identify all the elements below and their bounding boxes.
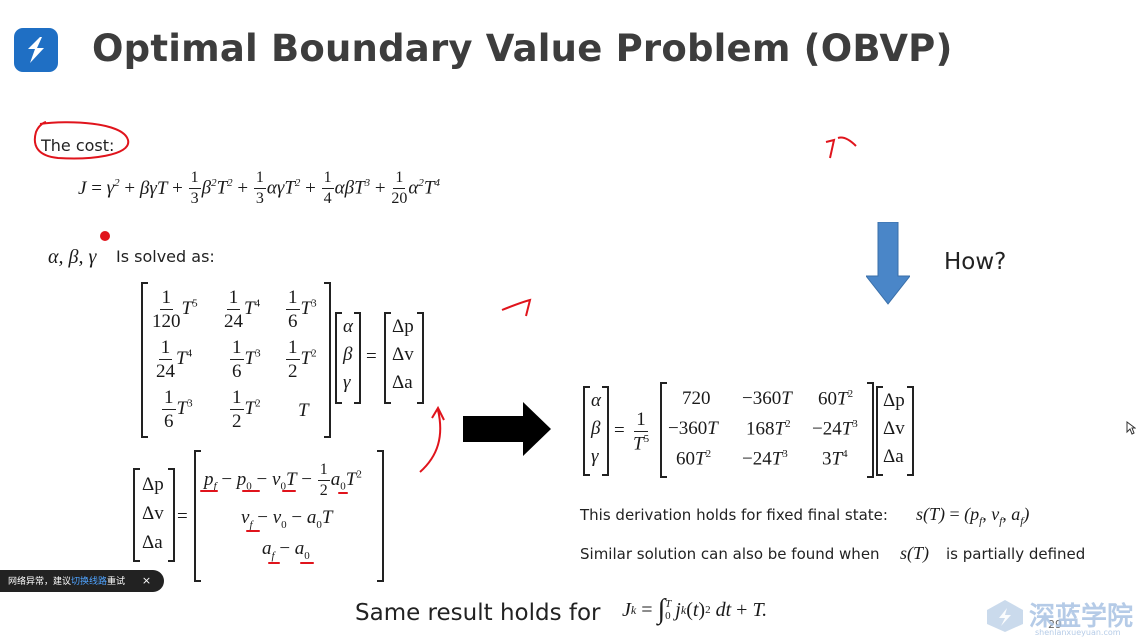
- page-number: 29: [1048, 618, 1062, 631]
- abg-vector-solution: α β γ: [583, 386, 609, 476]
- red-arrow-annotation: [419, 405, 445, 473]
- similar-formula: s(T): [900, 543, 930, 563]
- down-arrow-icon: [866, 222, 910, 305]
- red-circle-annotation: [33, 121, 130, 160]
- red-dot-annotation: [100, 231, 110, 241]
- watermark: 深蓝学院 shenlanxueyuan.com: [985, 596, 1144, 642]
- red-scribble: [501, 298, 532, 317]
- cost-label: The cost:: [41, 136, 115, 155]
- delta-vector-solution: Δp Δv Δa: [876, 386, 914, 476]
- watermark-cn: 深蓝学院: [1029, 602, 1134, 632]
- solution-matrix: 720 −360T 60T2 −360T 168T2 −24T3 60T2 −2…: [660, 382, 874, 478]
- vector-alpha: α: [343, 316, 353, 337]
- implies-arrow-icon: [463, 402, 551, 456]
- equals-sign: =: [366, 346, 377, 367]
- solved-vars: α, β, γ: [48, 246, 97, 268]
- toast-close-button[interactable]: ×: [141, 574, 152, 587]
- watermark-en: shenlanxueyuan.com: [1035, 628, 1121, 637]
- red-underline: [268, 562, 280, 564]
- network-toast: 网络异常，建议切换线路重试 ×: [0, 570, 164, 592]
- watermark-logo-icon: [987, 600, 1023, 632]
- switch-line-link[interactable]: 切换线路: [71, 577, 108, 587]
- red-underline: [338, 492, 348, 494]
- delta-vector-lhs: Δp Δv Δa: [133, 468, 175, 562]
- derivation-text: This derivation holds for fixed final st…: [580, 506, 888, 524]
- bottom-text: Same result holds for: [355, 600, 601, 626]
- abg-vector-left: α β γ: [335, 312, 361, 404]
- red-underline: [246, 530, 260, 532]
- red-underline: [300, 562, 314, 564]
- mouse-cursor-icon: [1126, 421, 1136, 435]
- derivation-formula: s(T) = (pf, vf, af): [916, 504, 1030, 528]
- solved-label: Is solved as:: [116, 247, 215, 266]
- red-underline: [200, 490, 218, 492]
- red-scribble: [825, 136, 857, 159]
- logo-icon: [14, 28, 58, 72]
- vector-beta: β: [343, 344, 353, 365]
- slide-title: Optimal Boundary Value Problem (OBVP): [92, 27, 953, 70]
- similar-tail: is partially defined: [946, 545, 1086, 563]
- how-label: How?: [944, 249, 1007, 275]
- red-underline: [242, 490, 260, 492]
- similar-text: Similar solution can also be found when: [580, 545, 880, 563]
- red-underline: [282, 490, 296, 492]
- delta-vector-right: Δp Δv Δa: [384, 312, 424, 404]
- vector-gamma: γ: [343, 372, 351, 393]
